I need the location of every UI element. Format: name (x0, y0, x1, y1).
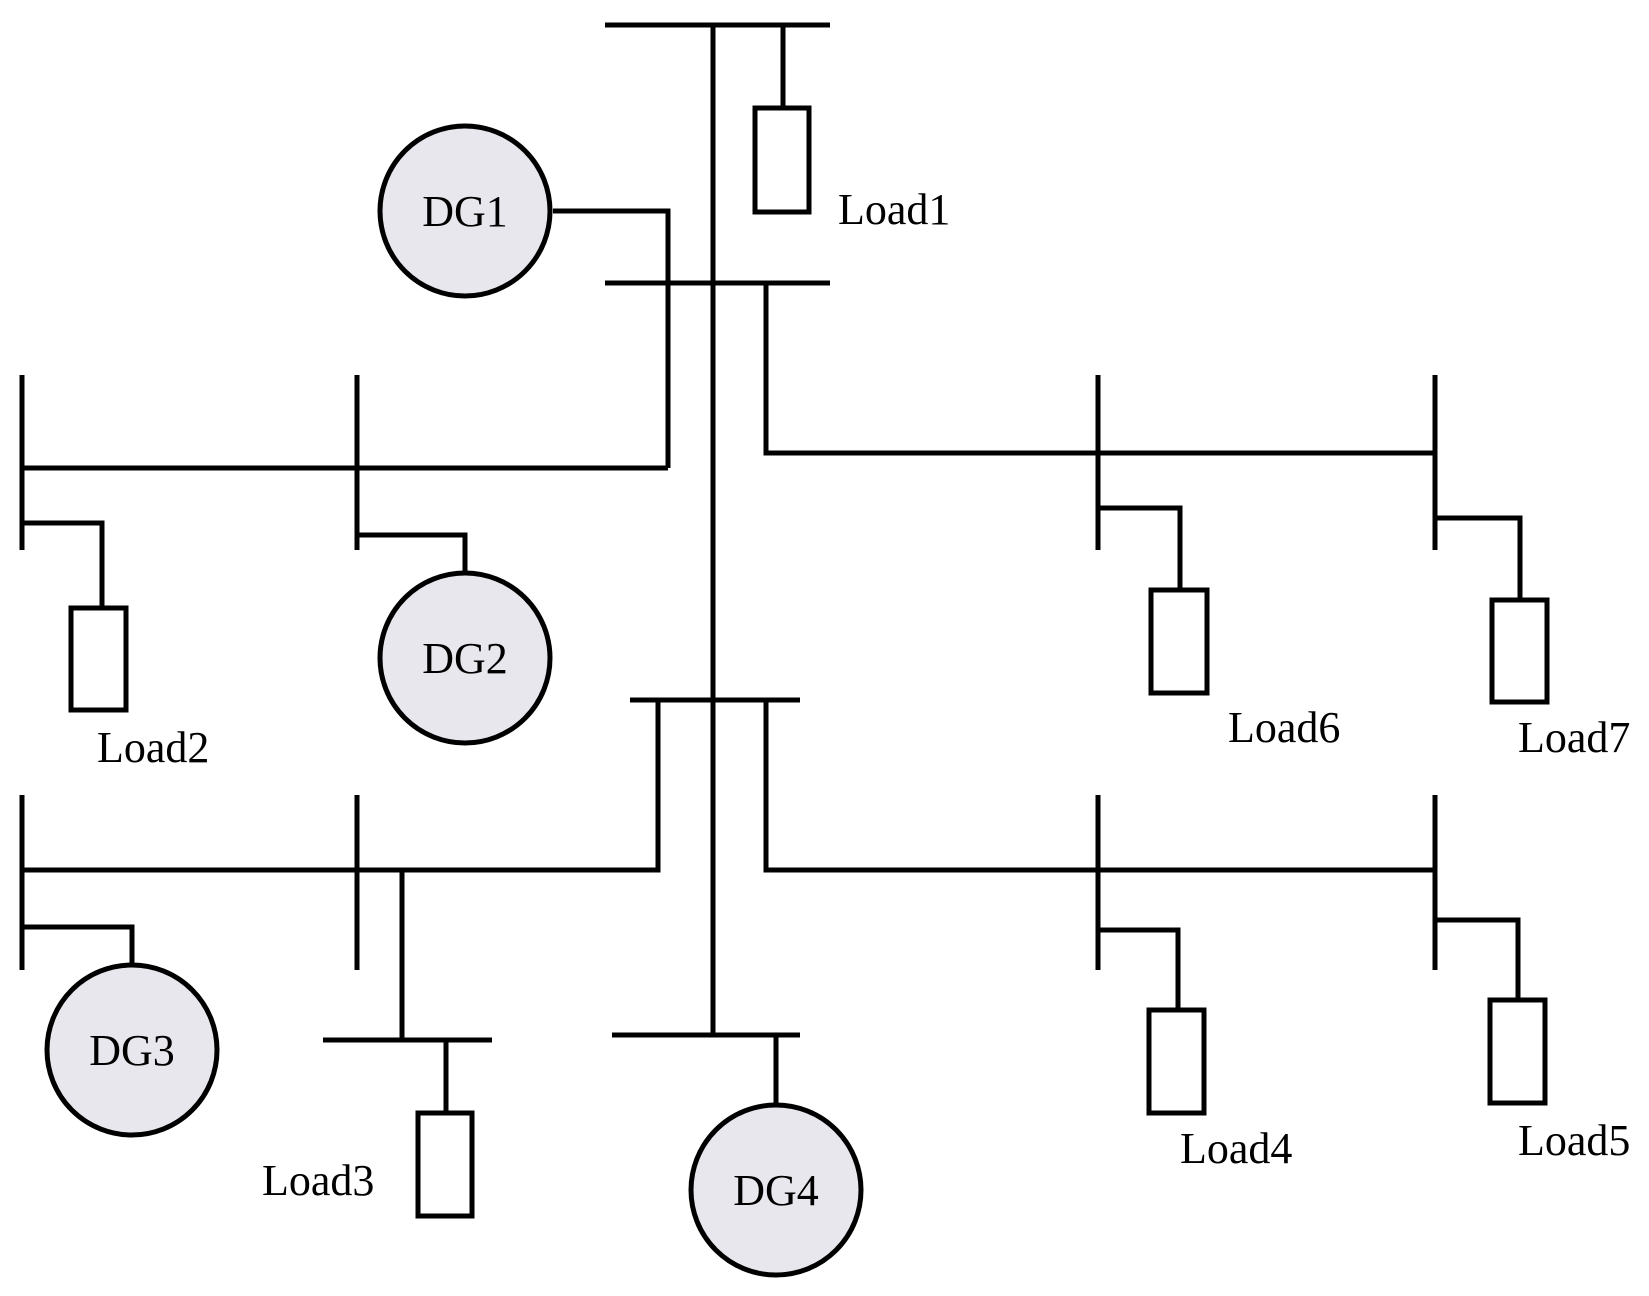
branch-right-lower-feeder (763, 700, 1435, 873)
load4-symbol (1146, 1007, 1207, 1116)
load6-label: Load6 (1228, 703, 1340, 752)
dg3-feeder (22, 924, 135, 963)
load7-symbol (1489, 597, 1550, 705)
dg3-label: DG3 (89, 1026, 175, 1075)
load1-symbol (752, 105, 812, 215)
dg4-symbol (688, 1102, 864, 1278)
dg2-label: DG2 (422, 634, 508, 683)
dg2-symbol (377, 570, 553, 746)
load1-label: Load1 (838, 185, 950, 234)
branch-left-lower-feeder (22, 700, 661, 873)
load2-feeder (22, 520, 105, 608)
dg3-symbol (44, 962, 220, 1138)
load3-symbol (415, 1110, 475, 1219)
load3-label: Load3 (262, 1156, 374, 1205)
load4-feeder (1098, 927, 1181, 1010)
dg1-feeder (553, 208, 671, 468)
load5-symbol (1487, 997, 1548, 1106)
branch-right-upper-feeder (763, 283, 1435, 456)
load7-feeder (1435, 515, 1523, 600)
load4-label: Load4 (1180, 1124, 1292, 1173)
dg1-symbol (377, 123, 553, 299)
dg4-label: DG4 (733, 1166, 819, 1215)
load5-feeder (1435, 917, 1521, 1000)
dg2-feeder (357, 532, 468, 573)
load7-label: Load7 (1518, 713, 1630, 762)
load2-label: Load2 (97, 723, 209, 772)
load6-symbol (1148, 587, 1210, 696)
load5-label: Load5 (1518, 1116, 1630, 1165)
dg1-label: DG1 (422, 187, 508, 236)
load2-symbol (68, 605, 129, 713)
load6-feeder (1098, 505, 1183, 590)
